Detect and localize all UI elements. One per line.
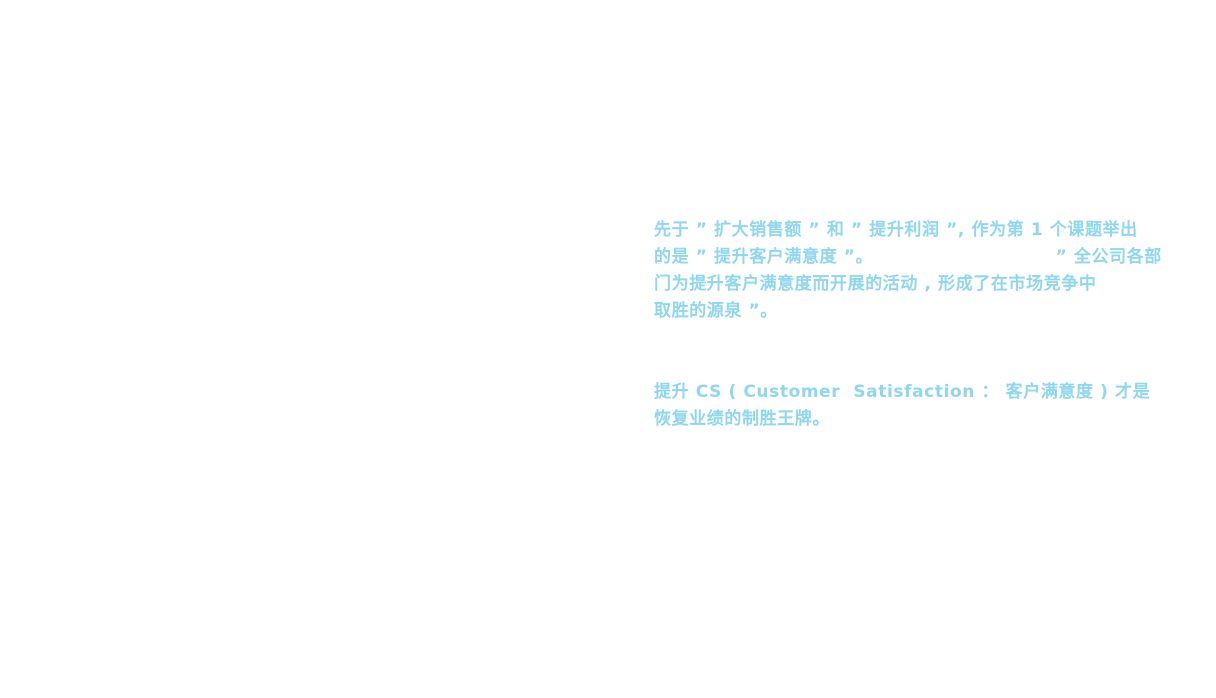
text-line: 提升 CS ( Customer Satisfaction ： 客户满意度 ) …: [654, 382, 1151, 402]
text-line: 门为提升客户满意度而开展的活动 , 形成了在市场竞争中: [654, 274, 1097, 294]
body-paragraph-cs-winning-card: 提升 CS ( Customer Satisfaction ： 客户满意度 ) …: [654, 379, 1164, 433]
text-line: 恢复业绩的制胜王牌。: [654, 409, 830, 429]
body-paragraph-cs-priority: 先于 ” 扩大销售额 ” 和 ” 提升利润 ”, 作为第 1 个课题举出 的是 …: [654, 217, 1164, 325]
text-line: 的是 ” 提升客户满意度 ”。 ” 全公司各部: [654, 247, 1162, 267]
text-line: 先于 ” 扩大销售额 ” 和 ” 提升利润 ”, 作为第 1 个课题举出: [654, 220, 1138, 240]
text-line: 取胜的源泉 ”。: [654, 301, 778, 321]
